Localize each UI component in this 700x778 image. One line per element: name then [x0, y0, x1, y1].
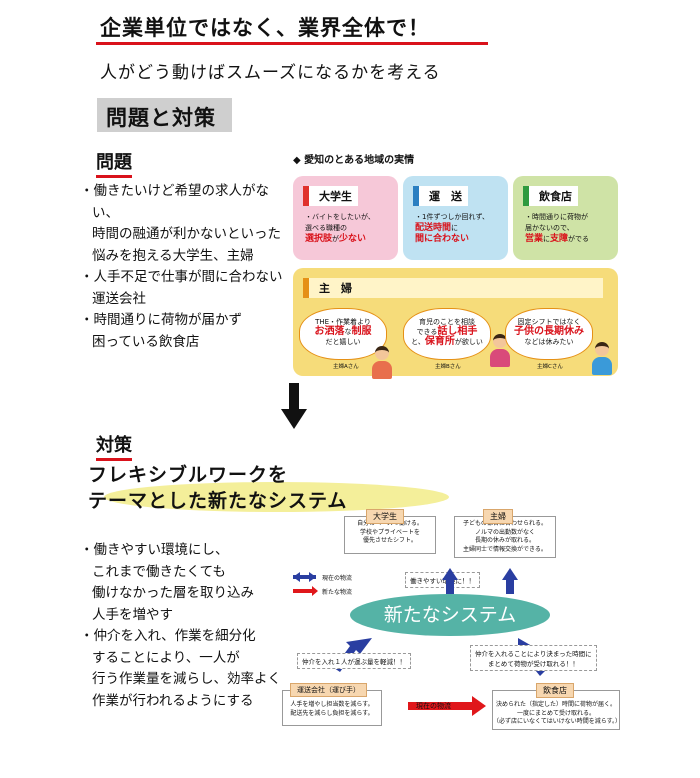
card-transport-label: 運 送 — [413, 186, 468, 206]
ribbon-line-1: フレキシブルワークを — [88, 464, 289, 486]
card-student-text: ・バイトをしたいが、 選べる職種の 選択肢が少ない — [305, 213, 375, 244]
diagram-student-tag: 大学生 — [366, 509, 404, 524]
card-student: 大学生 ・バイトをしたいが、 選べる職種の 選択肢が少ない — [293, 176, 398, 260]
speech-bubble: 固定シフトではなく 子供の長期休み などは休みたい — [505, 308, 593, 360]
ribbon-highlight — [104, 482, 449, 512]
speaker-label: 主婦Bさん — [435, 364, 461, 370]
new-system-node: 新たなシステム — [350, 594, 550, 636]
card-transport-text: ・1件ずつしか回れず、 配送時間に 間に合わない — [415, 213, 489, 244]
solution-ribbon: フレキシブルワークを テーマとした新たなシステム — [78, 458, 449, 516]
diagram-housewife-box: 子どもの都合に合わせられる。 ノルマの出勤数がなく 長期の休みが取れる。 主婦同… — [454, 516, 556, 558]
housewife-a-illustration — [371, 346, 393, 379]
diagram-transport-tag: 運送会社（運び手） — [290, 683, 367, 697]
card-restaurant-label: 飲食店 — [523, 186, 578, 206]
problem-item: ・人手不足で仕事が間に合わない 運送会社 — [80, 269, 283, 307]
problem-item: ・働きたいけど希望の求人がない、 時間の融通が利かないといった 悩みを抱える大学… — [80, 183, 281, 264]
problem-item: ・時間通りに荷物が届かず 困っている飲食店 — [80, 312, 242, 350]
legend-current: 現在の物流 — [322, 575, 353, 582]
arrow-down-icon — [281, 383, 307, 429]
card-transport: 運 送 ・1件ずつしか回れず、 配送時間に 間に合わない — [403, 176, 508, 260]
speaker-label: 主婦Cさん — [537, 364, 563, 370]
card-housewife: 主 婦 THE・作業着より お洒落な制服 だと嬉しい 主婦Aさん 育児のことを相… — [293, 268, 618, 379]
flow-arrow-label: 現在の物流 — [416, 702, 451, 710]
solutions-list: ・働きやすい環境にし、 これまで働きたくても 働けなかった層を取り込み 人手を増… — [80, 540, 290, 712]
card-student-label: 大学生 — [303, 186, 358, 206]
solutions-heading: 対策 — [96, 431, 132, 461]
speaker-label: 主婦Aさん — [333, 364, 359, 370]
title-underline — [96, 42, 488, 45]
housewife-c-illustration — [591, 342, 613, 375]
card-restaurant-text: ・時間通りに荷物が 届かないので、 営業に支障がでる — [525, 213, 590, 244]
page-title: 企業単位ではなく、業界全体で！ — [100, 16, 430, 40]
solution-item: ・仲介を入れ、作業を細分化 することにより、一人が 行う作業量を減らし、効率よく… — [80, 628, 281, 709]
problems-list: ・働きたいけど希望の求人がない、 時間の融通が利かないといった 悩みを抱える大学… — [80, 181, 295, 353]
speech-bubble: 育児のことを相談 できる話し相手 と、保育所が欲しい — [403, 308, 491, 360]
diagram-restaurant-tag: 飲食店 — [536, 683, 574, 698]
note-right: 仲介を入れることにより決まった時間に まとめて荷物が受け取れる！！ — [470, 645, 597, 671]
solution-item: ・働きやすい環境にし、 これまで働きたくても 働けなかった層を取り込み 人手を増… — [80, 542, 254, 623]
problems-heading: 問題 — [96, 148, 132, 178]
ribbon-line-2: テーマとした新たなシステム — [88, 490, 348, 512]
page-subtitle: 人がどう動けばスムーズになるかを考える — [100, 63, 441, 83]
card-housewife-label: 主 婦 — [303, 278, 603, 298]
speech-bubble: THE・作業着より お洒落な制服 だと嬉しい — [299, 308, 387, 360]
diagram-restaurant-box: 決められた（指定した）時間に荷物が届く。 一度にまとめて受け取れる。 （必ず店に… — [492, 690, 621, 730]
section-heading: 問題と対策 — [97, 98, 232, 132]
infographic-caption: ◆ 愛知のとある地域の実情 — [293, 155, 415, 166]
legend-arrows — [293, 572, 318, 596]
housewife-b-illustration — [489, 334, 511, 367]
diagram-housewife-tag: 主婦 — [483, 509, 513, 524]
card-restaurant: 飲食店 ・時間通りに荷物が 届かないので、 営業に支障がでる — [513, 176, 618, 260]
legend-new: 新たな物流 — [322, 589, 353, 596]
note-left: 仲介を入れ１人が運ぶ量を軽減！！ — [297, 653, 411, 669]
